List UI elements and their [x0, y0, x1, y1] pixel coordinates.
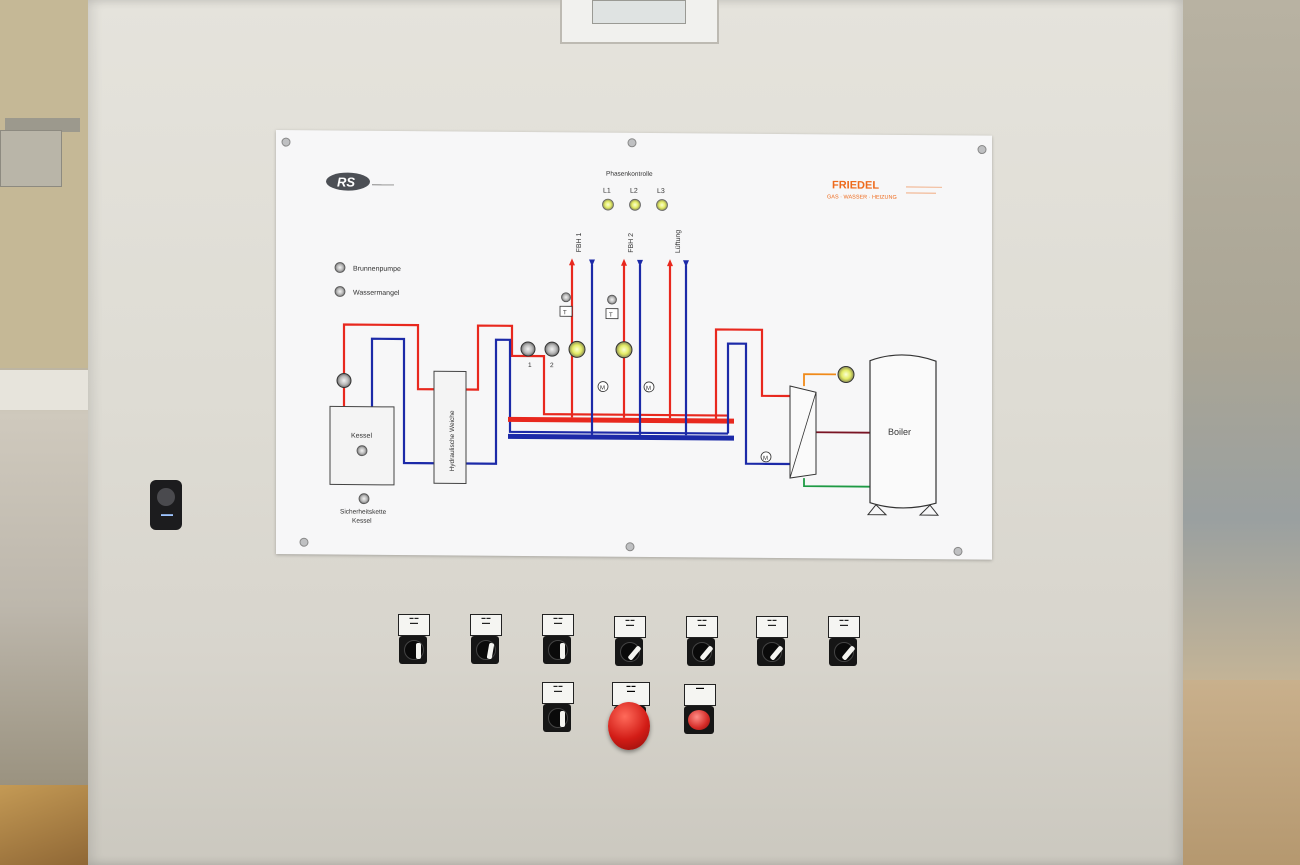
phase-label-l2: L2: [630, 188, 638, 195]
selector-switch-8[interactable]: ▬ ▬▬▬: [542, 682, 574, 740]
arrow-lueftung-return: [683, 260, 689, 268]
pump-number-2: 2: [550, 362, 554, 369]
switch-body: [399, 636, 427, 664]
boiler-tank: [869, 354, 937, 509]
label-brunnenpumpe: Brunnenpumpe: [353, 266, 401, 273]
switch-body: [829, 638, 857, 666]
return-manifold: [508, 433, 734, 441]
arrow-fbh2-return: [637, 259, 643, 267]
arrow-fbh1-supply: [569, 258, 575, 266]
pump-icon-fbh2: [615, 341, 633, 359]
selector-switch-7[interactable]: ▬ ▬▬▬: [828, 616, 860, 674]
motor-symbol-boiler: M: [763, 456, 768, 462]
friedel-tagline: GAS · WASSER · HEIZUNG: [827, 194, 897, 201]
lueftung-piping: [668, 265, 688, 436]
lamp-icon-l1: [602, 198, 614, 211]
panel-screws: [281, 137, 987, 556]
supply-manifold: [508, 416, 734, 424]
reset-label-plate: ▬▬: [684, 684, 716, 706]
phase-label-l3: L3: [657, 188, 665, 195]
lamp-icon-l2: [629, 198, 641, 211]
motor-valve-icon-boiler: [760, 451, 772, 463]
switch-label-plate: ▬ ▬▬▬: [542, 614, 574, 636]
switch-label-plate: ▬ ▬▬▬: [470, 614, 502, 636]
switch-body: [471, 636, 499, 664]
outlet-label-fbh1: FBH 1: [576, 232, 583, 252]
switch-body: [687, 638, 715, 666]
phase-label-l1: L1: [603, 188, 611, 195]
temperature-sensor-icon-fbh2: [605, 308, 619, 320]
kessel-piping: [342, 323, 728, 465]
motor-symbol-fbh1: M: [600, 386, 605, 392]
selector-switch-1[interactable]: ▬ ▬▬▬: [398, 614, 430, 672]
friedel-brand: FRIEDEL: [832, 179, 879, 191]
safety-chain-line2: Kessel: [352, 518, 372, 525]
adjacent-label: [5, 118, 80, 132]
lamp-icon-fbh1: [561, 292, 571, 303]
switch-label-plate: ▬ ▬▬▬: [828, 616, 860, 638]
switch-label-plate: ▬ ▬▬▬: [686, 616, 718, 638]
switch-body: [543, 636, 571, 664]
selector-switch-4[interactable]: ▬ ▬▬▬: [614, 616, 646, 674]
lamp-icon-kessel: [356, 445, 368, 457]
pump-icon-boiler: [837, 365, 855, 383]
kessel-label: Kessel: [351, 433, 372, 440]
motor-valve-icon-fbh1: [597, 381, 609, 392]
sensor-symbol-fbh2: T: [609, 313, 613, 319]
reset-lamp-button[interactable]: [688, 710, 710, 730]
key-switch-label: ▬▬: [161, 512, 173, 518]
arrow-lueftung-supply: [667, 259, 673, 267]
switch-label-plate: ▬ ▬▬▬: [398, 614, 430, 636]
switch-label-plate: ▬ ▬▬▬: [542, 682, 574, 704]
motor-symbol-fbh2: M: [646, 386, 651, 392]
pump-number-1: 1: [528, 362, 532, 369]
motor-valve-icon-fbh2: [643, 381, 655, 393]
lamp-icon-brunnenpumpe: [334, 262, 346, 273]
switch-label-plate: ▬ ▬▬▬: [614, 616, 646, 638]
friedel-logo: FRIEDEL GAS · WASSER · HEIZUNG: [827, 179, 942, 201]
heating-diagram: RS FRIEDEL GAS · WASSER · HEIZUNG Phasen…: [281, 137, 987, 556]
switch-body: [757, 638, 785, 666]
rs-logo-text: RS: [337, 174, 355, 189]
hydraulic-separator-label: Hydraulische Weiche: [449, 410, 456, 471]
key-cylinder: [157, 488, 175, 506]
selector-switch-2[interactable]: ▬ ▬▬▬: [470, 614, 502, 672]
lamp-icon-l3: [656, 199, 668, 211]
lamp-icon-wassermangel: [334, 286, 346, 297]
temperature-sensor-icon-fbh1: [559, 305, 573, 317]
fbh1-piping: [570, 264, 594, 435]
pump-icon-kessel: [336, 373, 352, 389]
boiler-feet: [866, 503, 940, 516]
safety-chain-line1: Sicherheitskette: [340, 509, 387, 516]
adjacent-device: [0, 130, 62, 187]
phase-control-title: Phasenkontrolle: [606, 171, 653, 178]
selector-switch-5[interactable]: ▬ ▬▬▬: [686, 616, 718, 674]
pump-icon-fbh1: [568, 340, 586, 358]
mimic-panel: RS FRIEDEL GAS · WASSER · HEIZUNG Phasen…: [276, 130, 992, 560]
pump-icon-1: [520, 341, 536, 357]
selector-switch-3[interactable]: ▬ ▬▬▬: [542, 614, 574, 672]
emergency-stop-label-plate: ▬ ▬▬▬: [612, 682, 650, 706]
boiler-label: Boiler: [888, 427, 911, 437]
boiler-piping: [714, 328, 870, 488]
heat-exchanger: [789, 385, 817, 479]
switch-label-plate: ▬ ▬▬▬: [756, 616, 788, 638]
lamp-icon-fbh2: [607, 294, 617, 305]
arrow-fbh1-return: [589, 259, 595, 267]
label-wassermangel: Wassermangel: [353, 290, 400, 297]
display-screen: [592, 0, 686, 24]
hydraulic-separator: [433, 370, 467, 484]
outlet-label-fbh2: FBH 2: [628, 233, 635, 253]
switch-body: [543, 704, 571, 732]
sensor-symbol-fbh1: T: [563, 310, 567, 316]
lamp-icon-safety: [358, 493, 370, 505]
switch-body: [615, 638, 643, 666]
emergency-stop-button[interactable]: [608, 702, 650, 750]
outlet-label-lueftung: Lüftung: [675, 230, 682, 254]
rs-logo: RS: [326, 172, 394, 191]
selector-switch-6[interactable]: ▬ ▬▬▬: [756, 616, 788, 674]
pump-icon-2: [544, 341, 560, 357]
arrow-fbh2-supply: [621, 258, 627, 266]
